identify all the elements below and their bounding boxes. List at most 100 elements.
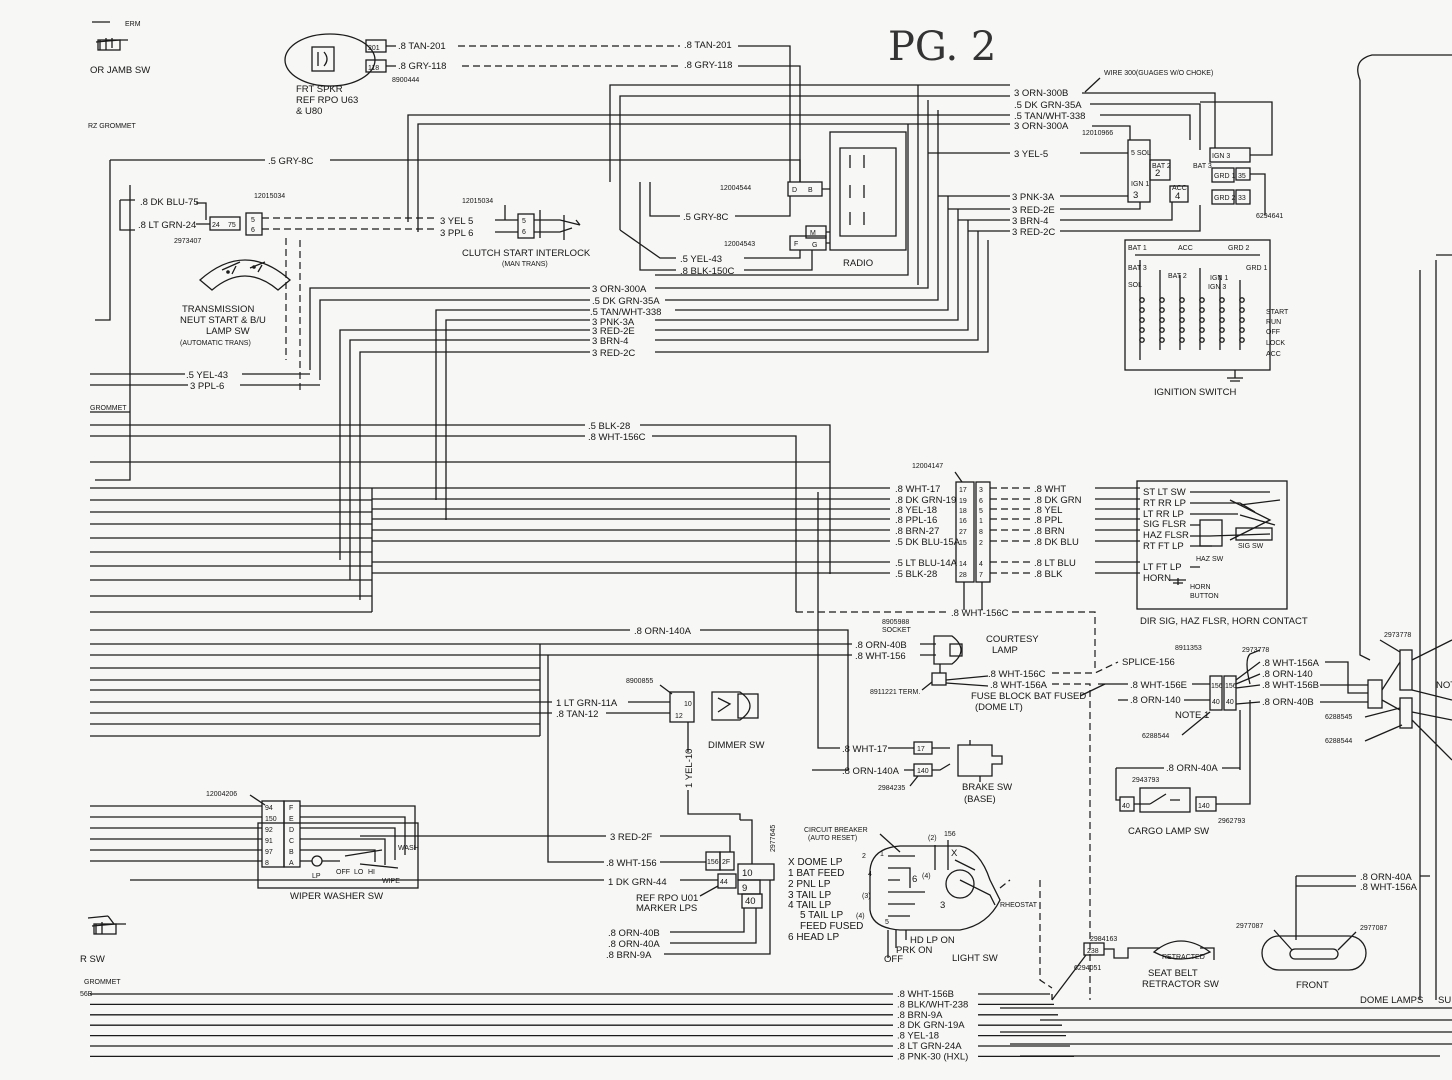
ign-pos-acc: ACC — [1266, 351, 1281, 358]
svg-text:17: 17 — [917, 746, 925, 753]
svg-text:.8 BRN-9A: .8 BRN-9A — [606, 950, 652, 961]
svg-text:2962793: 2962793 — [1218, 818, 1245, 825]
svg-text:10: 10 — [742, 868, 753, 879]
light-switch-item: X DOME LP — [788, 857, 843, 868]
svg-text:140: 140 — [1198, 803, 1210, 810]
column-wire-right: .8 DK BLU — [1034, 537, 1079, 548]
svg-text:6288544: 6288544 — [1142, 733, 1169, 740]
svg-text:PRK ON: PRK ON — [896, 945, 933, 956]
ign-contact-dot — [1199, 297, 1205, 303]
svg-text:3: 3 — [940, 900, 945, 911]
svg-text:NOTE 1: NOTE 1 — [1175, 710, 1209, 721]
svg-text:GROMMET: GROMMET — [90, 405, 127, 412]
speaker-label-1: FRT SPKR — [296, 84, 343, 95]
fuse-block-2: (DOME LT) — [975, 702, 1023, 713]
courtesy-wire-wht156a: .8 WHT-156A — [990, 680, 1048, 691]
svg-text:.8 WHT-156B: .8 WHT-156B — [1262, 680, 1319, 691]
ign-contact-dot — [1159, 317, 1165, 323]
trans-sub: (AUTOMATIC TRANS) — [180, 340, 251, 347]
dir-sig-label-item: LT FT LP — [1143, 562, 1182, 573]
svg-text:56B: 56B — [80, 991, 93, 998]
ign-contact-dot — [1179, 337, 1185, 343]
ign-wire-dkgrn35a: .5 DK GRN-35A — [1014, 100, 1082, 111]
svg-text:.8 ORN-140: .8 ORN-140 — [1262, 669, 1313, 680]
dir-sig-label-item: LT RR LP — [1143, 509, 1184, 520]
trans-label-2: NEUT START & B/U — [180, 315, 266, 326]
dimmer-label: DIMMER SW — [708, 740, 765, 751]
column-pin-left: 27 — [959, 529, 967, 536]
svg-text:9: 9 — [742, 883, 747, 894]
svg-text:LP: LP — [312, 873, 321, 880]
svg-text:RETRACTOR SW: RETRACTOR SW — [1142, 979, 1219, 990]
column-wire-right: .8 YEL — [1034, 505, 1062, 516]
ign-pin-bat3: BAT 3 — [1193, 163, 1212, 170]
ignition-switch: BAT 1 ACC GRD 2 BAT 3 SOL BAT 2 IGN 3 GR… — [1124, 239, 1289, 398]
ign-contact-dot — [1239, 317, 1245, 323]
svg-text:3 RED-2E: 3 RED-2E — [592, 326, 635, 337]
svg-text:(4): (4) — [922, 873, 931, 880]
ignition-feed-wires: 3 ORN-300B .5 DK GRN-35A .5 TAN/WHT-338 … — [407, 54, 1452, 661]
dir-sig-label-item: SIG FLSR — [1143, 519, 1186, 530]
ign-pin-grd1: GRD 1 — [1214, 173, 1236, 180]
wiper-label: WIPER WASHER SW — [290, 891, 383, 902]
svg-text:2984163: 2984163 — [1090, 936, 1117, 943]
transmission-switch: TRANSMISSION NEUT START & B/U LAMP SW (A… — [180, 238, 301, 390]
svg-text:24: 24 — [212, 222, 220, 229]
ign-contact-dot — [1139, 307, 1145, 313]
courtesy-wire-wht156: .8 WHT-156 — [855, 651, 906, 662]
svg-text:HD LP ON: HD LP ON — [910, 935, 955, 946]
column-bottom-wire: .8 WHT-156C — [951, 608, 1009, 619]
trunk-wires — [90, 461, 830, 737]
svg-text:.8 ORN-40B: .8 ORN-40B — [1262, 697, 1314, 708]
svg-text:40: 40 — [1212, 699, 1220, 706]
wiper-pin-num: 150 — [265, 816, 277, 823]
horn-button-1: HORN — [1190, 584, 1211, 591]
ign-contact-dot — [1239, 327, 1245, 333]
svg-text:BAT 3: BAT 3 — [1128, 265, 1147, 272]
sig-sw-label: SIG SW — [1238, 543, 1264, 550]
ign-num-3: 3 — [1133, 190, 1138, 201]
wiper-pin-letter: F — [289, 805, 293, 812]
brake-part: 2984235 — [878, 785, 905, 792]
light-switch-label: LIGHT SW — [952, 953, 998, 964]
svg-text:.8 WHT-156: .8 WHT-156 — [606, 858, 657, 869]
column-wire-right: .8 DK GRN — [1034, 495, 1082, 506]
bottom-bundle-label: .8 LT GRN-24A — [897, 1041, 962, 1052]
wiper-pin-num: 97 — [265, 849, 273, 856]
middle-bundle: 3 ORN-300A .5 DK GRN-35A .5 TAN/WHT-338 … — [309, 85, 989, 600]
svg-text:238: 238 — [1087, 948, 1099, 955]
dir-sig-label-item: HAZ FLSR — [1143, 530, 1189, 541]
ign-wire-pnk3a: 3 PNK-3A — [1012, 192, 1055, 203]
svg-text:IGN 1: IGN 1 — [1210, 275, 1228, 282]
brake-switch: .8 WHT-17 .8 ORN-140A 17 140 2984235 BRA… — [812, 575, 1012, 805]
svg-text:6288544: 6288544 — [1325, 738, 1352, 745]
svg-text:HI: HI — [368, 869, 375, 876]
wiper-pin-num: 94 — [265, 805, 273, 812]
ign-pin-ign1: IGN 1 — [1131, 181, 1149, 188]
ign-contact-dot — [1179, 317, 1185, 323]
ign-contact-dot — [1179, 327, 1185, 333]
svg-text:CIRCUIT BREAKER: CIRCUIT BREAKER — [804, 827, 868, 834]
svg-text:6294051: 6294051 — [1074, 965, 1101, 972]
ignition-switch-label: IGNITION SWITCH — [1154, 387, 1236, 398]
column-wire-right: .8 BLK — [1034, 569, 1063, 580]
svg-text:LO: LO — [354, 869, 364, 876]
ign-pin-ign3: IGN 3 — [1212, 153, 1230, 160]
svg-text:12004206: 12004206 — [206, 791, 237, 798]
ign-connector-part: 12010966 — [1082, 130, 1113, 137]
trans-label-3: LAMP SW — [206, 326, 250, 337]
dome-lamps-label: DOME LAMPS — [1360, 995, 1423, 1006]
top-wire-gry: .8 GRY-118 — [684, 60, 732, 71]
svg-text:40: 40 — [1122, 803, 1130, 810]
svg-text:44: 44 — [720, 879, 728, 886]
svg-text:156: 156 — [1211, 683, 1223, 690]
ign-contact-dot — [1199, 307, 1205, 313]
svg-text:5: 5 — [885, 919, 889, 926]
svg-text:8900855: 8900855 — [626, 678, 653, 685]
light-switch-item: 6 HEAD LP — [788, 932, 839, 943]
ign-contact-dot — [1219, 337, 1225, 343]
speaker-part: 8900444 — [392, 77, 419, 84]
haz-sw-label: HAZ SW — [1196, 556, 1224, 563]
cargo-lamp-switch: .8 ORN-40A 2943793 40 140 2962793 CARGO … — [1115, 763, 1251, 837]
